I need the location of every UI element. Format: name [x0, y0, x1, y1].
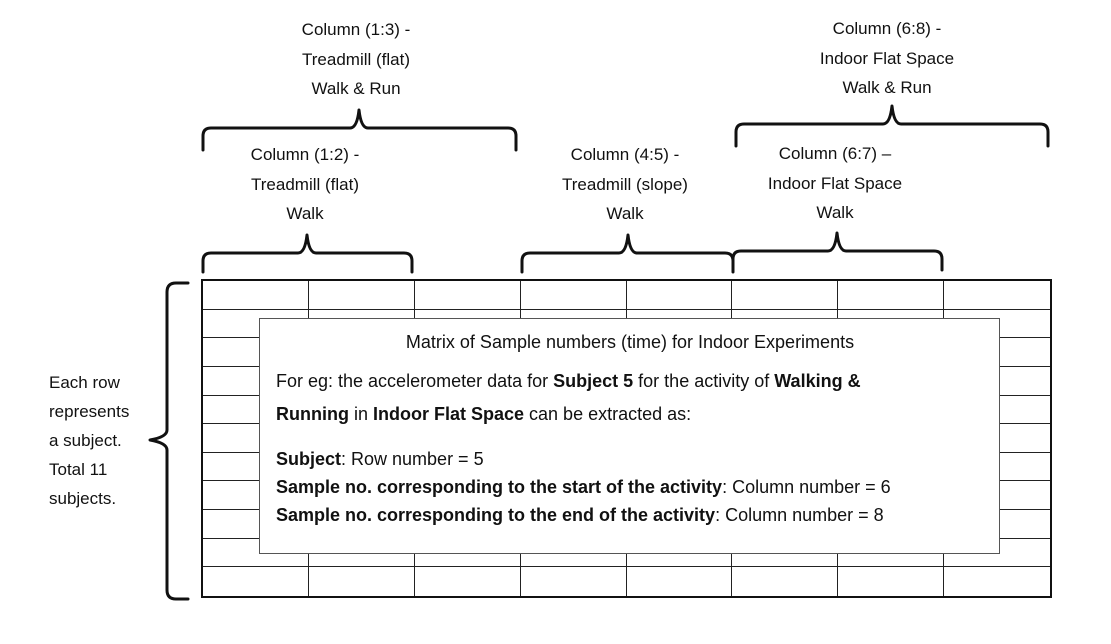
- matrix-title: Matrix of Sample numbers (time) for Indo…: [405, 332, 855, 352]
- bracket-columns-1-2: [201, 233, 414, 274]
- matrix-cell: [521, 567, 627, 596]
- matrix-cell: [944, 567, 1050, 596]
- example-intro-line-1: For eg: the accelerometer data for Subje…: [276, 371, 861, 391]
- matrix-cell: [627, 567, 733, 596]
- matrix-cell: [520, 281, 627, 310]
- label-columns-4-5: Column (4:5) - Treadmill (slope) Walk: [562, 145, 688, 223]
- matrix-cell: [308, 281, 415, 310]
- matrix-cell: [732, 281, 839, 310]
- matrix-cell: [626, 281, 733, 310]
- example-subject-line: Subject: Row number = 5: [276, 449, 484, 469]
- matrix-cell: [838, 281, 945, 310]
- matrix-explanation-box: Matrix of Sample numbers (time) for Indo…: [259, 318, 1000, 554]
- bracket-columns-6-8: [734, 104, 1050, 148]
- label-columns-6-8: Column (6:8) - Indoor Flat Space Walk & …: [819, 19, 955, 97]
- matrix-cell: [944, 281, 1050, 310]
- bracket-columns-6-7: [731, 231, 944, 272]
- label-columns-6-7: Column (6:7) – Indoor Flat Space Walk: [767, 144, 903, 222]
- matrix-cell: [732, 567, 839, 596]
- row-label: Each row represents a subject. Total 11 …: [49, 373, 130, 508]
- bracket-columns-4-5: [520, 233, 735, 274]
- label-columns-1-3: Column (1:3) - Treadmill (flat) Walk & R…: [301, 20, 411, 98]
- example-intro-line-2: Running in Indoor Flat Space can be extr…: [276, 404, 692, 424]
- example-end-line: Sample no. corresponding to the end of t…: [276, 505, 884, 525]
- matrix-cell: [944, 539, 1050, 568]
- matrix-cell: [309, 567, 415, 596]
- matrix-cell: [203, 567, 309, 596]
- bracket-columns-1-3: [201, 108, 518, 152]
- matrix-cell: [414, 281, 521, 310]
- matrix-cell: [203, 281, 309, 310]
- label-columns-1-2: Column (1:2) - Treadmill (flat) Walk: [250, 145, 360, 223]
- example-start-line: Sample no. corresponding to the start of…: [276, 477, 891, 497]
- matrix-cell: [838, 567, 945, 596]
- matrix-cell: [415, 567, 521, 596]
- bracket-rows: [148, 281, 190, 601]
